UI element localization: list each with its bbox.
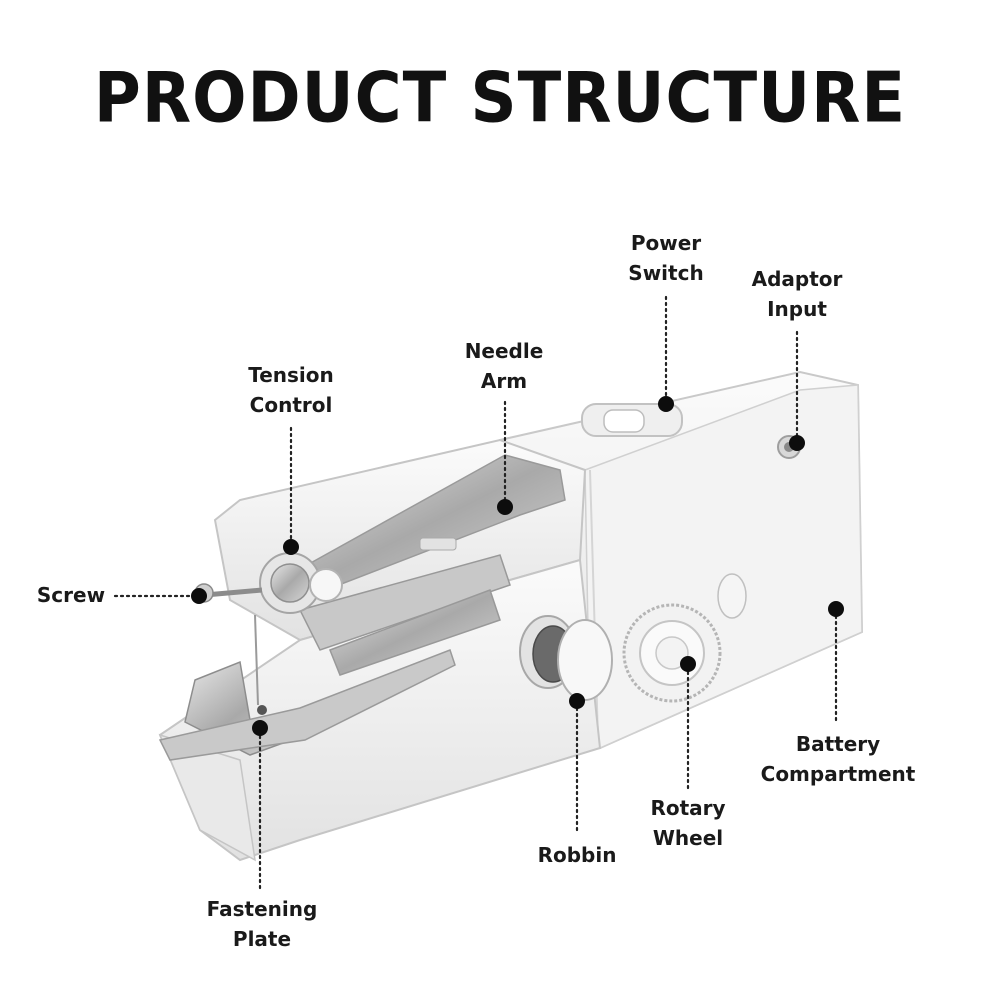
label-screw-line1: Screw [36, 583, 106, 607]
label-robbin: Robbin [522, 840, 632, 870]
dot-screw [191, 588, 207, 604]
dot-needle-arm [497, 499, 513, 515]
dot-adaptor-input [789, 435, 805, 451]
label-power-switch-line2: Switch [628, 261, 704, 285]
power-switch-part [581, 403, 683, 437]
fastening-plate-part [158, 649, 456, 761]
label-needle-arm-line2: Arm [480, 369, 528, 393]
dot-robbin [569, 693, 585, 709]
label-robbin-line1: Robbin [537, 843, 617, 867]
callout-dots [191, 396, 844, 736]
label-needle-arm: Needle Arm [444, 336, 564, 396]
label-power-switch-line1: Power [630, 231, 702, 255]
label-power-switch: Power Switch [606, 228, 726, 288]
label-battery-compartment: Battery Compartment [748, 729, 928, 789]
label-tension-control-line1: Tension [248, 363, 334, 387]
label-fastening-plate-line1: Fastening [206, 897, 318, 921]
dot-fastening-plate [252, 720, 268, 736]
label-fastening-plate: Fastening Plate [192, 894, 332, 954]
label-tension-control: Tension Control [226, 360, 356, 420]
label-battery-compartment-line1: Battery [795, 732, 881, 756]
label-adaptor-input-line2: Input [767, 297, 827, 321]
dot-tension-control [283, 539, 299, 555]
label-rotary-wheel: Rotary Wheel [628, 793, 748, 853]
dot-rotary-wheel [680, 656, 696, 672]
label-fastening-plate-line2: Plate [232, 927, 292, 951]
leader-lines [113, 295, 838, 894]
needle-part [254, 614, 259, 706]
dot-power-switch [658, 396, 674, 412]
label-battery-compartment-line2: Compartment [760, 762, 916, 786]
label-adaptor-input: Adaptor Input [737, 264, 857, 324]
label-needle-arm-line1: Needle [464, 339, 544, 363]
label-rotary-wheel-line2: Wheel [652, 826, 724, 850]
bobbin-part [519, 615, 613, 701]
needle-arm-part [278, 454, 566, 676]
label-adaptor-input-line1: Adaptor [751, 267, 843, 291]
label-screw: Screw [30, 580, 112, 610]
label-rotary-wheel-line1: Rotary [650, 796, 726, 820]
dot-battery-compartment [828, 601, 844, 617]
page-title: PRODUCT STRUCTURE [93, 59, 907, 139]
label-tension-control-line2: Control [249, 393, 333, 417]
